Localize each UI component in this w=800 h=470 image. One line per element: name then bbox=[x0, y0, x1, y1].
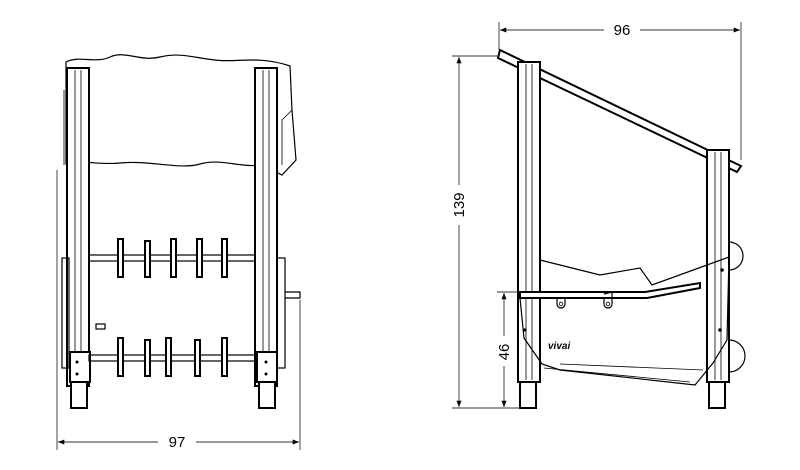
front-view: 97 bbox=[56, 54, 301, 451]
front-upper-roller bbox=[88, 238, 256, 278]
side-view: vivai 96 139 46 bbox=[451, 22, 746, 409]
front-lower-roller bbox=[88, 323, 256, 377]
trough-logo: vivai bbox=[548, 341, 570, 352]
front-right-post bbox=[254, 67, 301, 409]
front-cover-fold bbox=[63, 90, 293, 165]
front-left-post bbox=[61, 67, 91, 409]
side-height-dimension: 139 bbox=[451, 55, 520, 409]
side-depth-label: 96 bbox=[614, 22, 631, 39]
side-roof bbox=[496, 48, 743, 174]
front-width-dimension: 97 bbox=[56, 170, 301, 451]
side-trough-height-label: 46 bbox=[496, 344, 513, 361]
side-front-post bbox=[706, 149, 746, 409]
side-back-post bbox=[517, 61, 541, 409]
side-trough: vivai bbox=[519, 256, 730, 386]
side-height-label: 139 bbox=[451, 192, 468, 217]
front-width-label: 97 bbox=[169, 434, 186, 451]
side-depth-dimension: 96 bbox=[498, 22, 742, 160]
front-cover-sheet bbox=[65, 54, 297, 176]
side-trough-height-dimension: 46 bbox=[496, 291, 518, 407]
